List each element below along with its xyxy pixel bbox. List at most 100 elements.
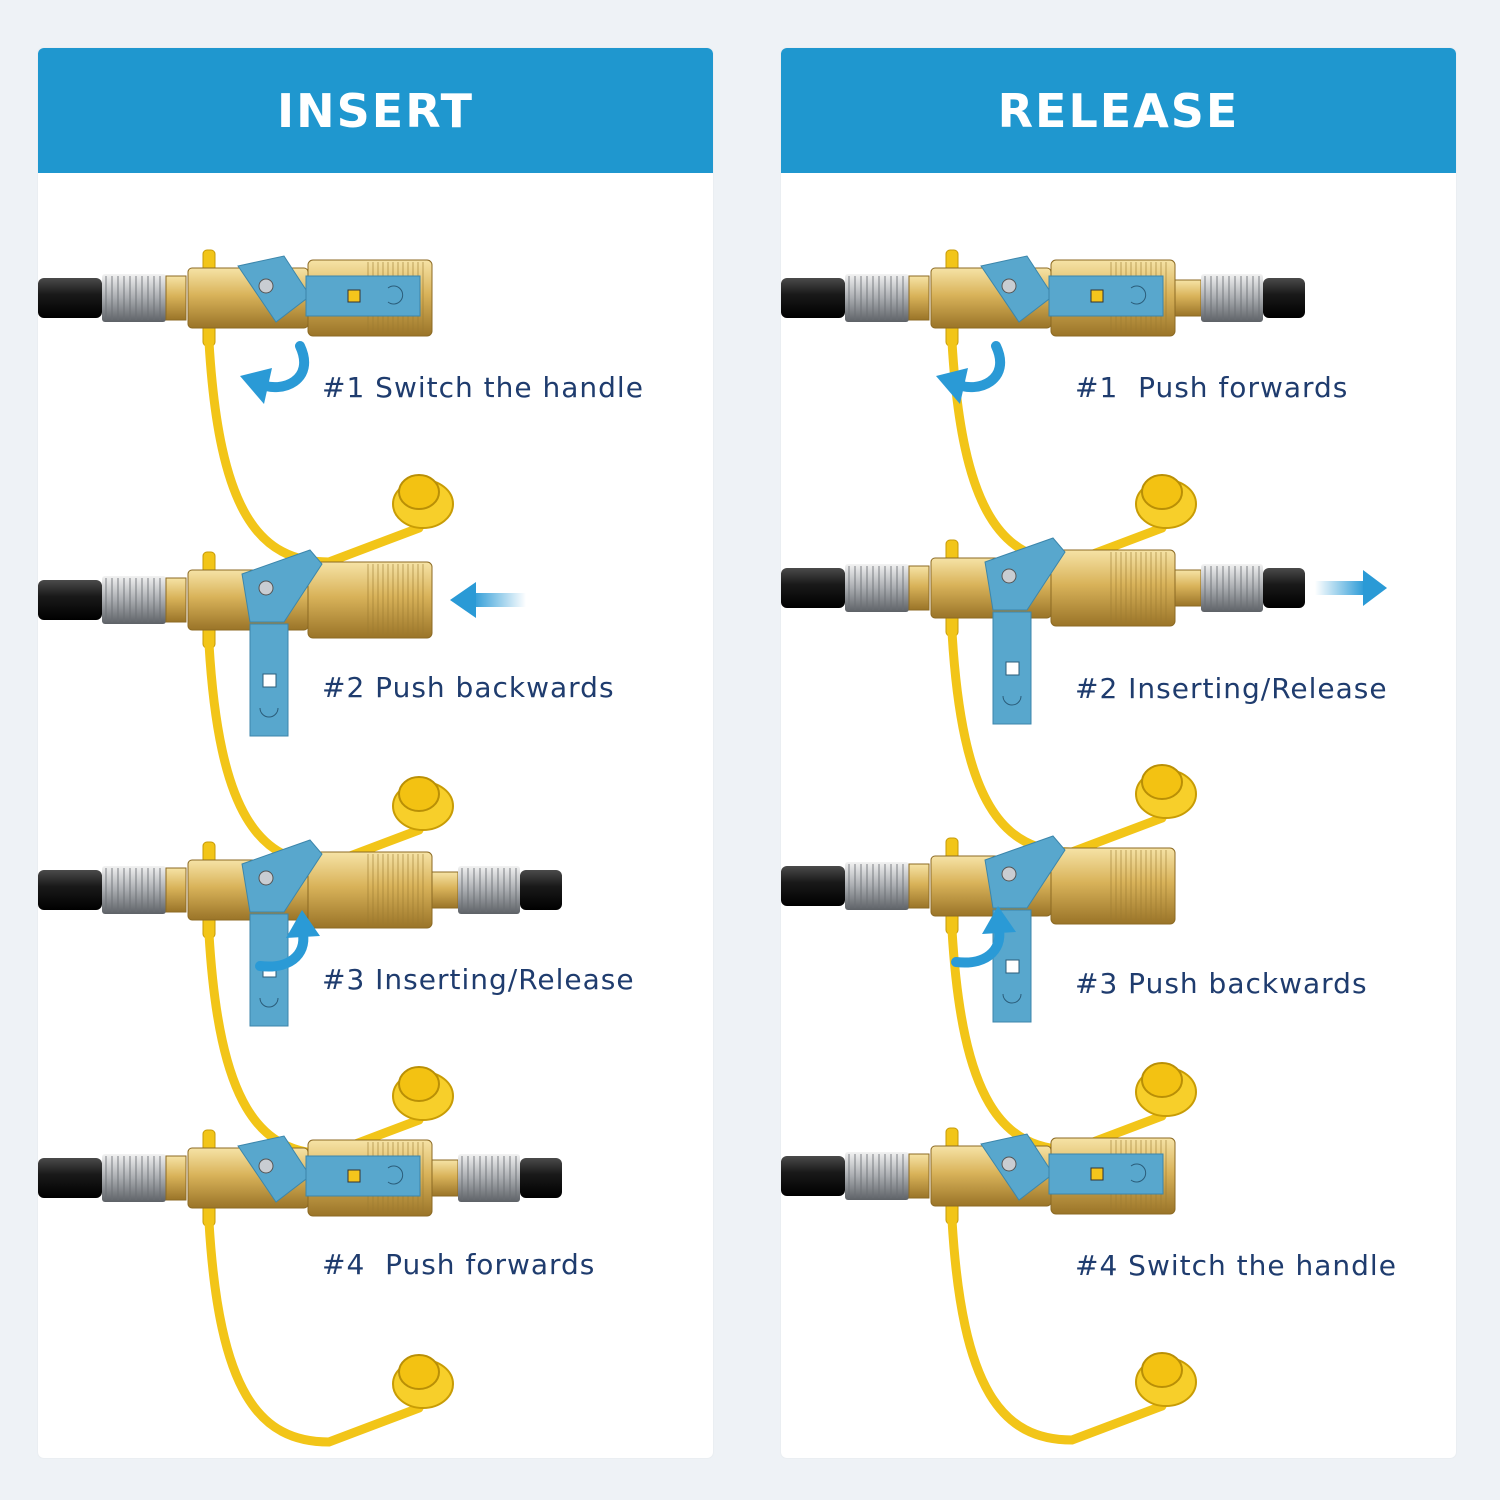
rotate-arrow-head [982, 906, 1016, 934]
on-off-dial-icon [1002, 695, 1022, 706]
hose [520, 870, 562, 910]
release-step-4-label: #4 Switch the handle [1075, 1249, 1397, 1282]
hose [781, 278, 845, 318]
hose [1263, 568, 1305, 608]
insert-step-4-assembly [38, 1129, 562, 1447]
dust-cap-top [1141, 1062, 1183, 1098]
handle-screw [258, 278, 274, 294]
rotate-arrow-head [240, 368, 272, 404]
handle-window [262, 673, 277, 688]
release-title: RELEASE [997, 83, 1240, 138]
valve-handle [241, 549, 323, 623]
handle-screw [1001, 568, 1017, 584]
handle-lever [1048, 275, 1164, 317]
insert-title: INSERT [277, 83, 474, 138]
quick-connect-coupler [307, 561, 433, 639]
handle-screw [1001, 866, 1017, 882]
push-arrow-tail [472, 593, 526, 607]
plug-crimp-ferrule [458, 866, 520, 914]
handle-screw [258, 580, 274, 596]
insert-step-2-label: #2 Push backwards [322, 671, 615, 704]
hex-nut [908, 275, 930, 321]
insert-panel: INSERT #1 Switch the handle #2 Push back… [38, 48, 713, 1458]
plug-nut [431, 1159, 459, 1197]
dust-cap-top [398, 776, 440, 812]
on-off-dial-icon [387, 1165, 404, 1185]
dust-cap-top [398, 1354, 440, 1390]
dust-cap-top [398, 1066, 440, 1102]
handle-screw [1001, 278, 1017, 294]
dust-cap-top [1141, 1352, 1183, 1388]
hex-nut [908, 565, 930, 611]
on-off-dial-icon [259, 997, 279, 1008]
release-step-2-label: #2 Inserting/Release [1075, 672, 1388, 705]
insert-step-3-label: #3 Inserting/Release [322, 963, 635, 996]
release-step-1-label: #1 Push forwards [1075, 371, 1349, 404]
release-step-3-assembly [781, 835, 1197, 1155]
insert-step-2-assembly [38, 549, 526, 869]
rotate-arrow-head [286, 910, 320, 938]
dust-cap-strap [947, 1215, 1167, 1445]
hose [781, 568, 845, 608]
hex-nut [165, 275, 187, 321]
hose [38, 870, 102, 910]
release-step-1-assembly [781, 249, 1305, 567]
plug-crimp-ferrule [458, 1154, 520, 1202]
insert-step-4-label: #4 Push forwards [322, 1248, 596, 1281]
release-panel: RELEASE #1 Push forwards #2 Inserting/Re… [781, 48, 1456, 1458]
insert-step-1-assembly [38, 249, 454, 567]
handle-lever [1048, 1153, 1164, 1195]
hex-nut [908, 1153, 930, 1199]
plug-nut [1174, 569, 1202, 607]
hex-nut [165, 1155, 187, 1201]
handle-window [347, 289, 361, 303]
hose [38, 278, 102, 318]
hose [781, 866, 845, 906]
hose [520, 1158, 562, 1198]
valve-handle [984, 537, 1066, 611]
on-off-dial-icon [1002, 993, 1022, 1004]
valve-handle [241, 839, 323, 913]
on-off-dial-icon [259, 707, 279, 718]
on-off-dial-icon [1130, 1163, 1147, 1183]
dust-cap-top [1141, 764, 1183, 800]
plug-crimp-ferrule [1201, 274, 1263, 322]
handle-window [347, 1169, 361, 1183]
quick-connect-coupler [1050, 847, 1176, 925]
release-step-2-assembly [781, 537, 1387, 857]
push-arrow-tail [1315, 581, 1365, 595]
hex-nut [165, 867, 187, 913]
insert-header: INSERT [38, 48, 713, 173]
hose [1263, 278, 1305, 318]
release-header: RELEASE [781, 48, 1456, 173]
insert-step-3-assembly [38, 839, 562, 1159]
handle-window [1090, 289, 1104, 303]
push-right-arrow-icon [1363, 570, 1387, 606]
handle-window [1005, 661, 1020, 676]
hose [38, 580, 102, 620]
release-diagram [781, 249, 1387, 1445]
plug-crimp-ferrule [1201, 564, 1263, 612]
hose [781, 1156, 845, 1196]
valve-handle [984, 835, 1066, 909]
insert-diagram [38, 249, 562, 1447]
rotate-arrow-head [936, 368, 968, 404]
handle-window [1005, 959, 1020, 974]
on-off-dial-icon [1130, 285, 1147, 305]
dust-cap-strap [204, 1217, 424, 1447]
plug-nut [431, 871, 459, 909]
on-off-dial-icon [387, 285, 404, 305]
release-step-3-label: #3 Push backwards [1075, 967, 1368, 1000]
plug-nut [1174, 279, 1202, 317]
handle-screw [1001, 1156, 1017, 1172]
handle-lever [305, 1155, 421, 1197]
hex-nut [165, 577, 187, 623]
push-left-arrow-icon [450, 582, 476, 618]
release-step-4-assembly [781, 1127, 1197, 1445]
handle-screw [258, 1158, 274, 1174]
handle-window [1090, 1167, 1104, 1181]
hex-nut [908, 863, 930, 909]
hose [38, 1158, 102, 1198]
insert-step-1-label: #1 Switch the handle [322, 371, 644, 404]
handle-lever [305, 275, 421, 317]
